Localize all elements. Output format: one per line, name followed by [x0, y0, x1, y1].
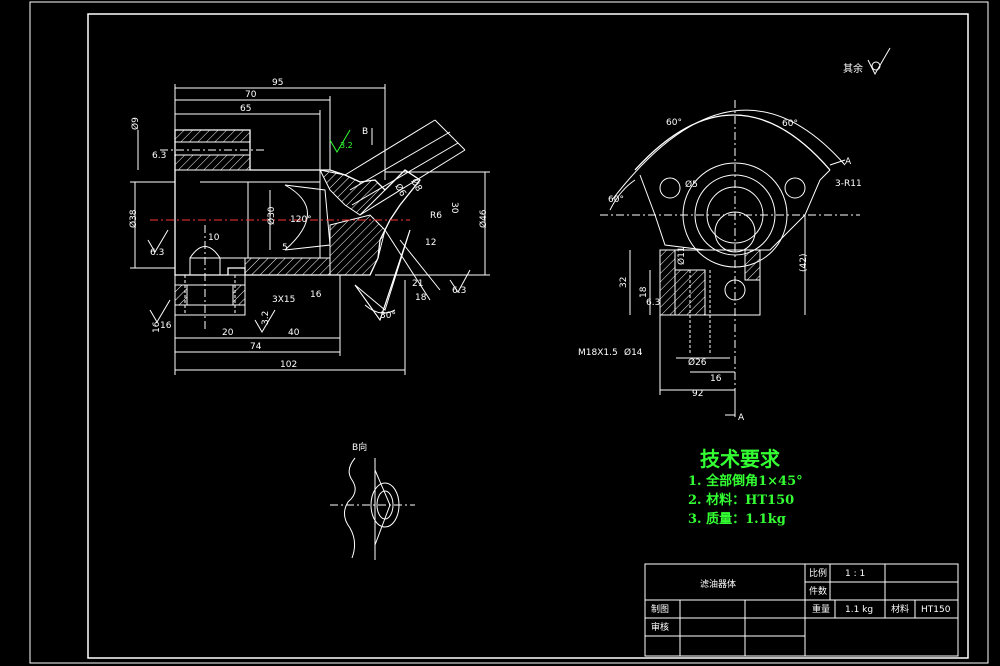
roughness-note: 其余 — [843, 47, 891, 76]
svg-text:95: 95 — [272, 78, 283, 88]
requirement-item-1: 1. 全部倒角1×45° — [688, 473, 803, 489]
svg-text:30: 30 — [449, 202, 459, 214]
svg-text:120°: 120° — [290, 215, 312, 225]
svg-text:B: B — [362, 127, 368, 137]
main-view-dimensions: 95 70 65 102 74 20 40 3X15 16 16 Ø38 Ø30… — [128, 78, 489, 370]
title-block — [644, 563, 959, 657]
svg-text:Ø46: Ø46 — [478, 209, 489, 228]
svg-text:70: 70 — [245, 90, 257, 100]
requirement-item-2: 2. 材料：HT150 — [688, 492, 794, 508]
svg-text:A: A — [738, 413, 745, 423]
title-block-text: 滤油器体 比例 1 : 1 件数 制图 审核 重量 1.1 kg 材料 HT15… — [651, 567, 951, 633]
requirement-item-3: 3. 质量：1.1kg — [688, 511, 786, 527]
scale-label: 比例 — [809, 567, 827, 579]
svg-text:6.3: 6.3 — [152, 151, 166, 161]
svg-text:M18X1.5: M18X1.5 — [578, 348, 618, 358]
svg-text:Ø14: Ø14 — [624, 347, 643, 358]
svg-text:Ø9: Ø9 — [130, 117, 141, 130]
svg-text:60°: 60° — [666, 118, 682, 128]
svg-text:6.3: 6.3 — [646, 298, 660, 308]
svg-text:16: 16 — [160, 321, 172, 331]
svg-text:其余: 其余 — [843, 62, 863, 75]
svg-text:R6: R6 — [430, 211, 442, 221]
svg-text:18: 18 — [415, 293, 427, 303]
svg-text:60°: 60° — [782, 119, 798, 129]
scale-value: 1 : 1 — [845, 569, 865, 579]
svg-text:16: 16 — [152, 321, 162, 333]
svg-text:30°: 30° — [380, 311, 396, 321]
svg-text:3.2: 3.2 — [261, 311, 271, 325]
svg-text:74: 74 — [250, 342, 262, 352]
requirements-title: 技术要求 — [700, 447, 781, 471]
material-label: 材料 — [891, 603, 909, 615]
svg-text:3.2: 3.2 — [340, 141, 353, 150]
svg-text:20: 20 — [222, 328, 234, 338]
svg-text:Ø6: Ø6 — [392, 182, 408, 199]
svg-text:(42): (42) — [799, 254, 809, 272]
svg-text:65: 65 — [240, 104, 251, 114]
svg-text:Ø11: Ø11 — [676, 246, 687, 265]
svg-text:16: 16 — [710, 374, 722, 384]
side-view-dimensions: 60° 60° 60° 3-R11 Ø5 32 18 Ø11 (42) 6.3 … — [578, 118, 862, 423]
svg-text:16: 16 — [310, 290, 322, 300]
svg-text:12: 12 — [425, 238, 436, 248]
svg-text:5: 5 — [282, 243, 288, 253]
svg-text:102: 102 — [280, 360, 297, 370]
svg-text:21: 21 — [412, 279, 423, 289]
svg-text:Ø38: Ø38 — [128, 209, 139, 228]
svg-text:6.3: 6.3 — [150, 248, 164, 258]
count-label: 件数 — [809, 585, 827, 597]
svg-text:10: 10 — [208, 233, 220, 243]
outer-border — [29, 1, 989, 664]
drawn-label: 制图 — [651, 603, 669, 615]
svg-text:18: 18 — [639, 286, 649, 298]
technical-requirements: 技术要求 1. 全部倒角1×45° 2. 材料：HT150 3. 质量：1.1k… — [688, 447, 803, 527]
svg-text:92: 92 — [692, 389, 703, 399]
view-b-label: B向 — [352, 441, 367, 453]
svg-text:6.3: 6.3 — [452, 286, 466, 296]
svg-text:Ø5: Ø5 — [685, 179, 698, 190]
weight-value: 1.1 kg — [845, 605, 873, 615]
svg-text:Ø26: Ø26 — [688, 357, 707, 368]
svg-text:60°: 60° — [608, 195, 624, 205]
weight-label: 重量 — [812, 603, 830, 615]
main-view — [130, 84, 490, 375]
side-view — [600, 100, 860, 420]
view-b — [330, 457, 415, 560]
svg-text:40: 40 — [288, 328, 300, 338]
check-label: 审核 — [651, 621, 669, 633]
svg-text:3X15: 3X15 — [272, 295, 295, 305]
part-name: 滤油器体 — [700, 578, 736, 590]
svg-text:32: 32 — [619, 277, 629, 288]
material-value: HT150 — [921, 605, 951, 615]
svg-text:A: A — [845, 157, 852, 167]
svg-text:3-R11: 3-R11 — [835, 179, 862, 189]
inner-border — [87, 13, 969, 659]
svg-text:Ø30: Ø30 — [266, 206, 277, 225]
